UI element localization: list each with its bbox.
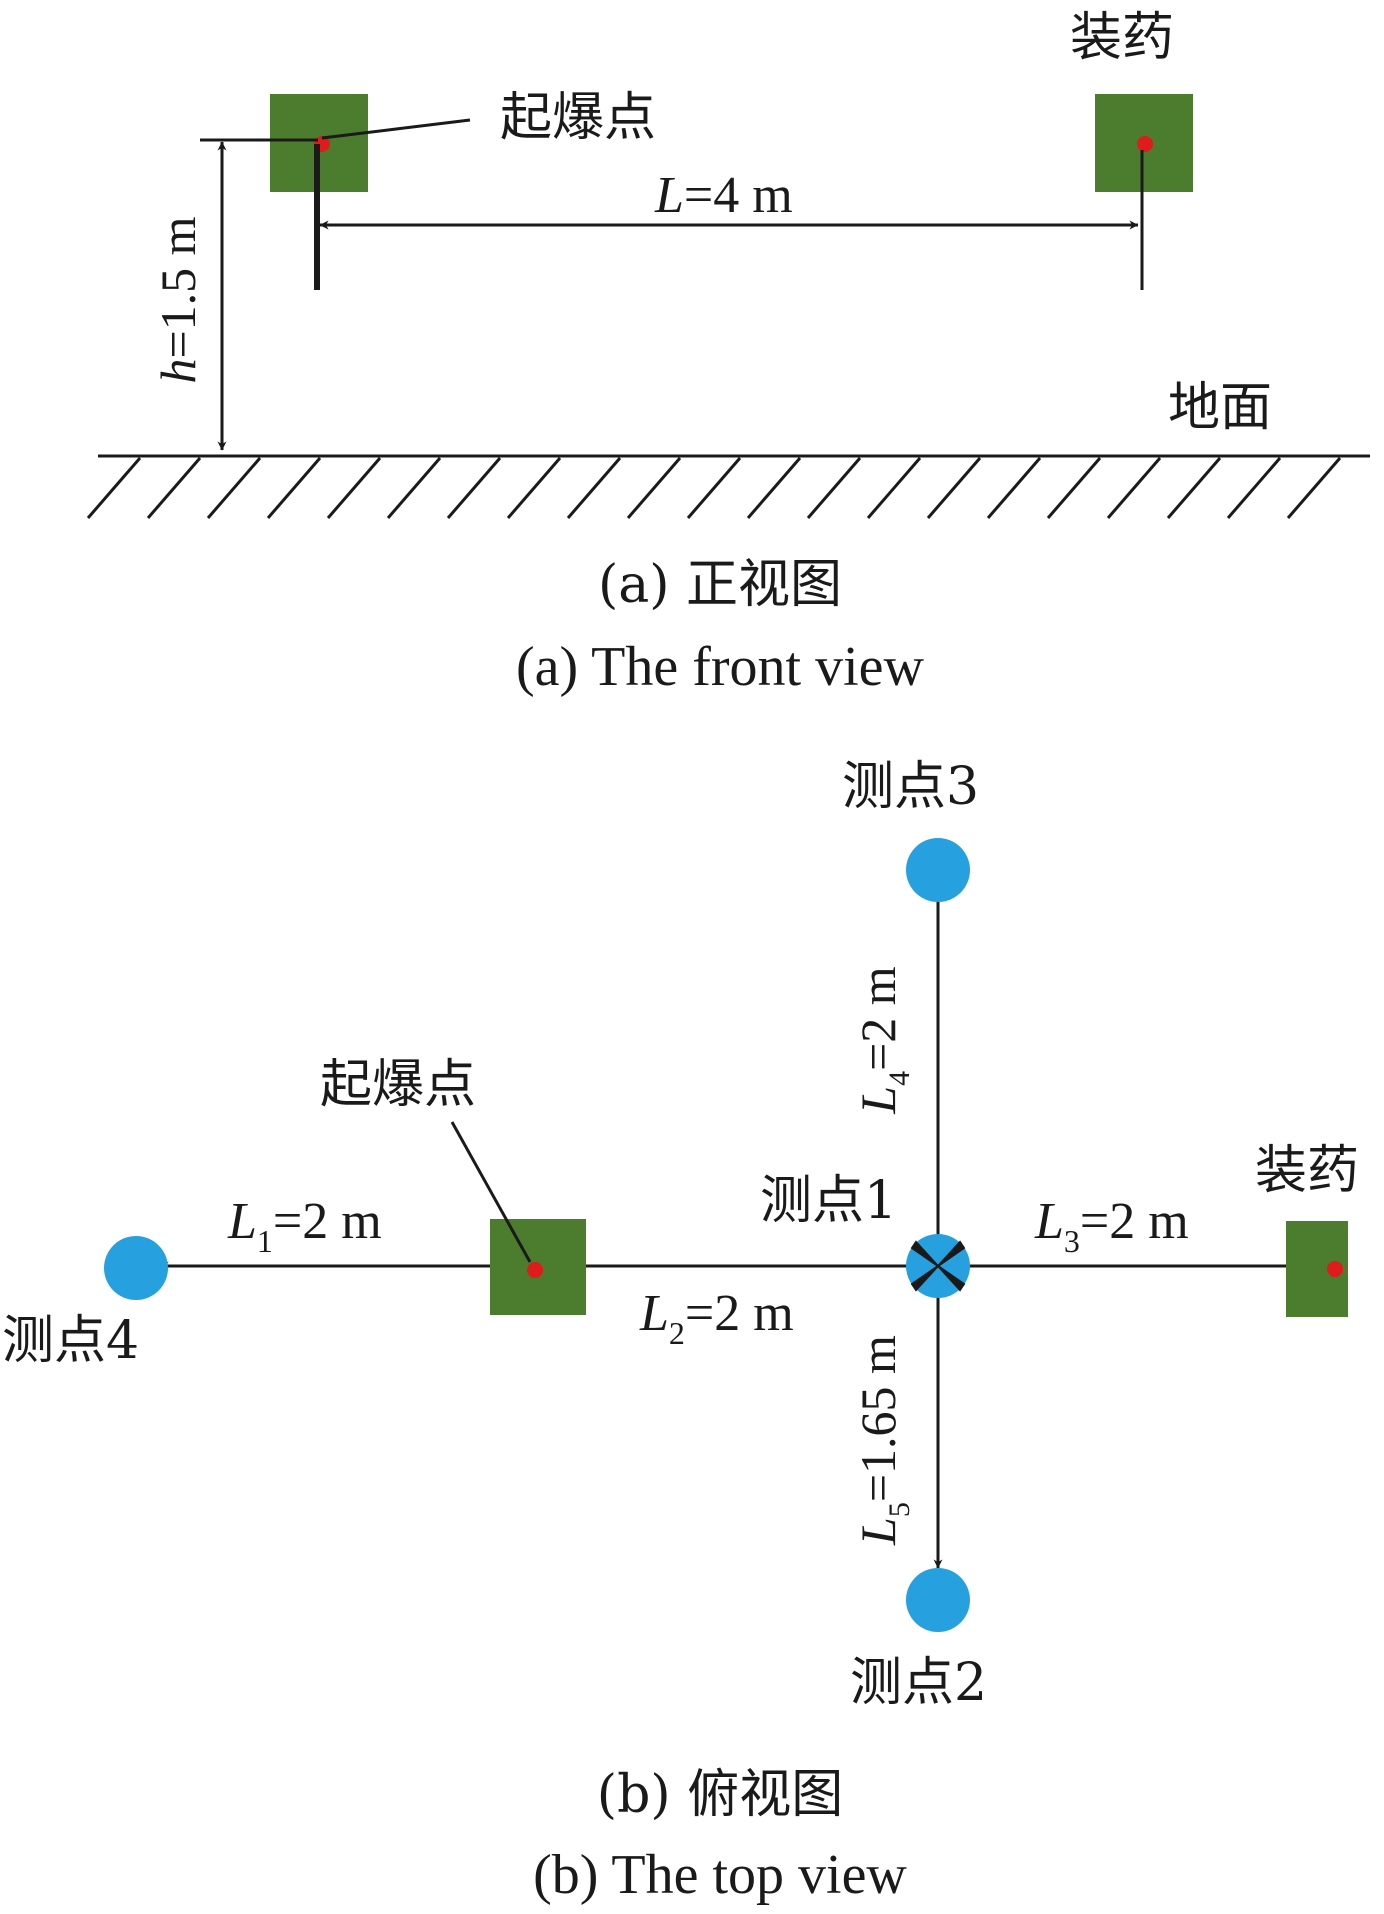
front-charge-point <box>1137 136 1153 152</box>
front-caption-en: (a) The front view <box>516 636 924 698</box>
ground-hatch-mark <box>626 457 682 519</box>
ground-hatch-mark <box>86 457 142 519</box>
front-height-label: h=1.5 m <box>150 216 206 383</box>
ground-hatch-mark <box>146 457 202 519</box>
top-L4-label: L4=2 m <box>850 966 916 1115</box>
ground-hatch-mark <box>386 457 442 519</box>
top-detonation-label: 起爆点 <box>320 1055 476 1115</box>
top-L3-label: L3=2 m <box>1034 1193 1189 1259</box>
gauge-point-1-label: 测点1 <box>760 1171 897 1231</box>
gauge-point-2 <box>906 1568 970 1632</box>
top-caption-en: (b) The top view <box>533 1844 907 1906</box>
ground-hatch-mark <box>926 457 982 519</box>
gauge-point-4 <box>104 1236 168 1300</box>
ground-hatch-mark <box>566 457 622 519</box>
front-detonation-label: 起爆点 <box>500 88 656 148</box>
top-detonation-point <box>527 1262 543 1278</box>
ground-hatch-mark <box>1046 457 1102 519</box>
ground-hatch-mark <box>1166 457 1222 519</box>
ground-hatch-mark <box>1286 457 1342 519</box>
ground-hatching <box>86 457 1342 519</box>
top-L5-label: L5=1.65 m <box>850 1335 916 1546</box>
ground-hatch-mark <box>866 457 922 519</box>
front-detonation-leader <box>321 118 471 140</box>
ground-hatch-mark <box>1226 457 1282 519</box>
top-L1-label: L1=2 m <box>227 1193 382 1259</box>
top-view: 起爆点 装药 测点1 测点2 测点3 测点4 L1=2 m L2=2 m L3=… <box>2 757 1359 1906</box>
front-caption-cn: (a) 正视图 <box>598 555 842 615</box>
ground-label: 地面 <box>1168 378 1272 438</box>
top-detonation-leader <box>450 1121 532 1263</box>
gauge-point-1-converging-arrows <box>910 1240 966 1292</box>
gauge-point-3-label: 测点3 <box>842 757 979 817</box>
ground-hatch-mark <box>506 457 562 519</box>
top-charge-point <box>1327 1261 1343 1277</box>
front-distance-label: L=4 m <box>654 167 793 224</box>
top-caption-cn: (b) 俯视图 <box>597 1765 843 1825</box>
ground-hatch-mark <box>1106 457 1162 519</box>
gauge-point-4-label: 测点4 <box>2 1311 139 1371</box>
ground-hatch-mark <box>266 457 322 519</box>
ground-hatch-mark <box>746 457 802 519</box>
ground-hatch-mark <box>986 457 1042 519</box>
front-view: 起爆点 装药 L=4 m h=1.5 m 地面 (a) 正视图 (a) The … <box>86 8 1370 698</box>
gauge-point-3 <box>906 838 970 902</box>
top-charge-label: 装药 <box>1255 1141 1359 1201</box>
ground-hatch-mark <box>806 457 862 519</box>
ground-hatch-mark <box>686 457 742 519</box>
ground-hatch-mark <box>326 457 382 519</box>
top-L2-label: L2=2 m <box>639 1285 794 1351</box>
front-charge-label: 装药 <box>1070 8 1174 68</box>
ground-hatch-mark <box>446 457 502 519</box>
ground-hatch-mark <box>206 457 262 519</box>
gauge-point-2-label: 测点2 <box>850 1653 987 1713</box>
